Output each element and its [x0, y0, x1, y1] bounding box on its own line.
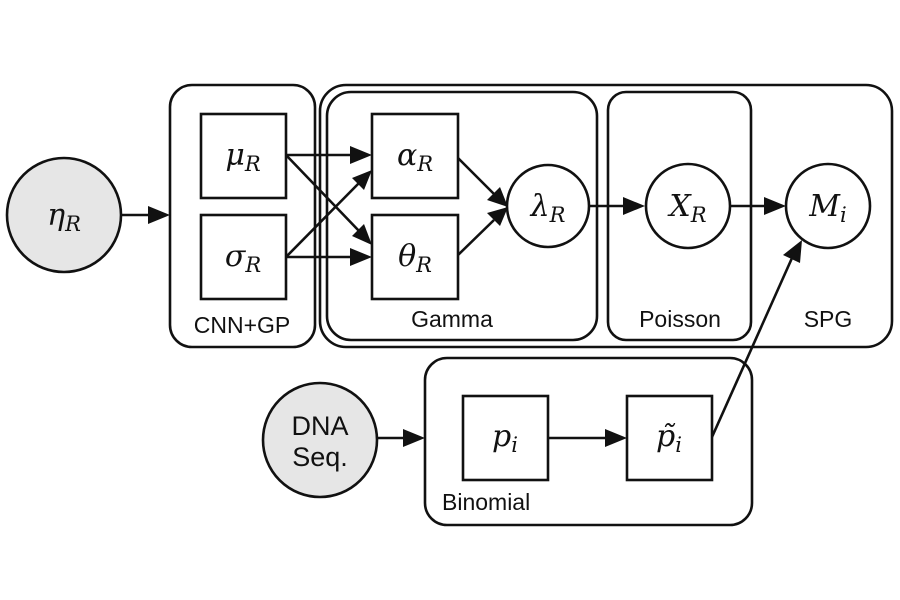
label-ptilde: p̃i	[656, 419, 682, 457]
label-sigma: σR	[225, 239, 261, 277]
plate-cnn-gp	[168, 83, 317, 349]
plate-label-poisson: Poisson	[639, 306, 721, 332]
plate-label-spg: SPG	[804, 306, 853, 332]
label-eta: ηR	[47, 198, 81, 236]
label-mu: μR	[225, 138, 261, 176]
plate-spg	[318, 83, 894, 349]
node-sigma	[199, 213, 288, 301]
arrowhead-mu-theta	[352, 224, 372, 245]
node-m	[784, 162, 872, 250]
plate-label-cnn-gp: CNN+GP	[194, 312, 291, 338]
arrowhead-alpha-lambda	[487, 187, 508, 207]
label-p: pi	[492, 419, 518, 457]
arrowhead-sigma-theta	[350, 248, 372, 266]
label-m: Mi	[808, 189, 846, 227]
arrowhead-dna-binomial	[403, 429, 425, 447]
node-mu	[199, 112, 288, 200]
arrowhead-sigma-alpha	[352, 170, 372, 190]
label-dna-line1: DNA	[291, 411, 348, 441]
edge-sigma-alpha	[285, 181, 361, 258]
node-dna	[261, 381, 379, 499]
label-theta: θR	[398, 239, 432, 277]
arrowhead-theta-lambda	[487, 207, 508, 226]
edge-mu-theta	[285, 154, 361, 233]
edge-theta-lambda	[457, 219, 495, 256]
label-lambda: λR	[530, 189, 566, 227]
plate-label-gamma: Gamma	[411, 306, 493, 332]
label-x: XR	[667, 189, 706, 227]
node-x	[644, 162, 732, 250]
arrowheads	[148, 146, 802, 447]
label-alpha: αR	[397, 138, 433, 176]
arrowhead-mu-alpha	[350, 146, 372, 164]
arrowhead-x-m	[764, 197, 786, 215]
edge-alpha-lambda	[457, 157, 495, 195]
node-p	[461, 394, 550, 482]
node-theta	[370, 213, 460, 301]
edges	[122, 153, 794, 440]
arrowhead-lambda-x	[623, 197, 645, 215]
node-lambda	[505, 163, 591, 249]
plate-label-binomial: Binomial	[442, 489, 530, 515]
plate-binomial	[423, 356, 754, 527]
label-dna-line2: Seq.	[292, 442, 348, 472]
arrowhead-eta-cnn	[148, 206, 170, 224]
node-alpha	[370, 112, 460, 200]
node-ptilde	[625, 394, 714, 482]
arrowhead-ptilde-m	[783, 240, 802, 263]
plate-poisson	[606, 90, 753, 342]
edge-ptilde-m	[710, 257, 794, 438]
node-eta	[5, 156, 123, 274]
arrowhead-p-ptilde	[605, 429, 627, 447]
